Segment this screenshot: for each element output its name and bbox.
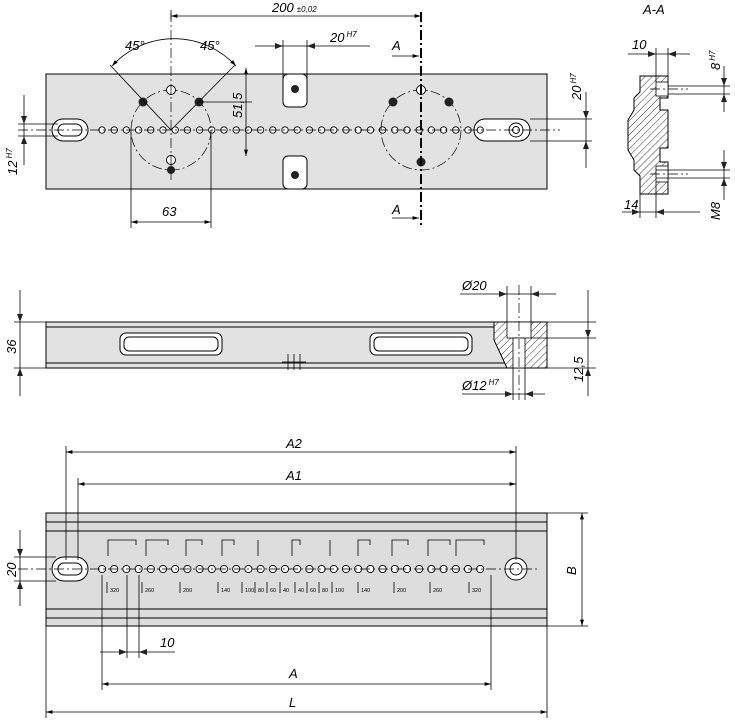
section-dim-8h7-arrow-bottom [721,94,727,102]
dim-20h7-top-arrow-left [275,43,283,49]
side-d20-arrow-left [499,291,507,297]
side-dim-12-5-arrow-bottom [585,368,591,376]
bottom-dim-20-arrow-bottom [17,581,23,589]
scale-label: 140 [361,588,370,594]
section-mark-bottom: A [391,202,401,217]
scale-label: 140 [221,588,230,594]
bottom-dim-20-label: 20 [4,562,19,578]
scale-label: 40 [298,588,304,594]
dim-20h7-top-arrow-right [307,43,315,49]
angle-arc [111,38,237,67]
scale-marker [391,539,409,556]
dim-200-label: 200±0,02 [271,0,317,15]
bottom-scale-markers [107,539,485,556]
section-profile [627,75,669,195]
right-pattern-hole-nw [388,97,398,107]
side-d12-arrow-right [525,391,533,397]
dim-20h7-right-arrow-bottom [583,141,589,149]
left-pattern-hole-nw [138,97,148,107]
scale-label: 320 [110,588,119,594]
scale-marker [145,539,169,556]
scale-label: 100 [245,588,254,594]
section-dim-14-label: 14 [624,197,638,212]
section-dim-m8-arrow-top [721,162,727,170]
dim-63-label: 63 [162,204,177,219]
scale-label: 80 [322,588,328,594]
side-center-mark [282,354,306,370]
dim-b-label: B [564,566,579,575]
angle-line-left [109,64,172,131]
dim-l-label: L [289,695,296,710]
section-title: A-A [642,2,665,17]
scale-label: 260 [433,588,442,594]
side-window-right-inner [373,336,469,352]
dim-a2-label: A2 [285,436,303,451]
side-dim-12-5-label: 12,5 [571,356,586,382]
scale-marker [427,539,451,556]
section-mark-top: A [391,38,401,53]
side-dim-12-5-arrow-top [585,330,591,338]
dim-a1-label: A1 [285,468,302,483]
section-dim-10-arrow-left [648,51,656,57]
scale-label: 40 [283,588,289,594]
section-dim-8h7-label: 8H7 [708,50,723,70]
side-d20-label: Ø20 [461,278,487,293]
scale-label: 320 [472,588,481,594]
scale-marker [185,539,203,556]
side-window-left-inner [123,336,219,352]
section-dim-14-arrow-right [656,209,664,215]
dim-12h7-arrow-bottom [21,136,27,144]
side-d20-arrow-right [531,291,539,297]
side-d12-arrow-left [505,391,513,397]
scale-marker [455,539,485,556]
side-dim-36-arrow-top [17,314,23,322]
scale-marker [291,539,301,556]
section-dim-m8-arrow-bottom [721,178,727,186]
scale-marker [107,539,137,556]
bottom-dim-10-arrow-right [139,649,147,655]
bottom-row-hole [134,564,143,574]
scale-label: 200 [397,588,406,594]
right-pattern-hole-ne [444,97,454,107]
scale-marker [221,539,235,556]
dim-12h7-label: 12H7 [5,148,20,175]
angle-right-label: 45° [200,38,220,53]
scale-label: 100 [335,588,344,594]
section-dim-10-label: 10 [632,37,647,52]
scale-label: 60 [270,588,276,594]
scale-marker [357,539,371,556]
angle-line-right [170,64,236,131]
keyway-bottom-hole [291,171,299,179]
dim-a-label: A [288,666,298,681]
side-dim-36-label: 36 [4,339,19,354]
section-dim-14-arrow-left [632,209,640,215]
section-dim-8h7-arrow-top [721,78,727,86]
angle-left-label: 45° [125,38,145,53]
bottom-view: 320 260 200 140 100 80 60 40 40 60 80 100 140 200 260 3… [4,436,588,718]
scale-label: 260 [145,588,154,594]
side-dim-36-arrow-bottom [17,368,23,376]
bottom-dim-20-arrow-top [17,549,23,557]
dim-20h7-right-label: 20H7 [569,73,584,101]
dim-51-5-label: 51,5 [230,92,245,118]
section-dim-10-arrow-right [668,51,676,57]
bottom-scale: 320 260 200 140 100 80 60 40 40 60 80 100 140 200 260 3… [106,582,481,594]
section-view: A-A 10 8H7 14 M8 [622,2,730,220]
scale-label: 80 [258,588,264,594]
dim-20h7-right-arrow-top [583,111,589,119]
scale-label: 60 [310,588,316,594]
scale-label: 200 [183,588,192,594]
keyway-top-hole [291,85,299,93]
dim-12h7-arrow-top [21,116,27,124]
section-dim-m8-label: M8 [708,201,723,220]
bottom-dim-10-arrow-left [119,649,127,655]
bottom-dim-10-label: 10 [160,635,175,650]
